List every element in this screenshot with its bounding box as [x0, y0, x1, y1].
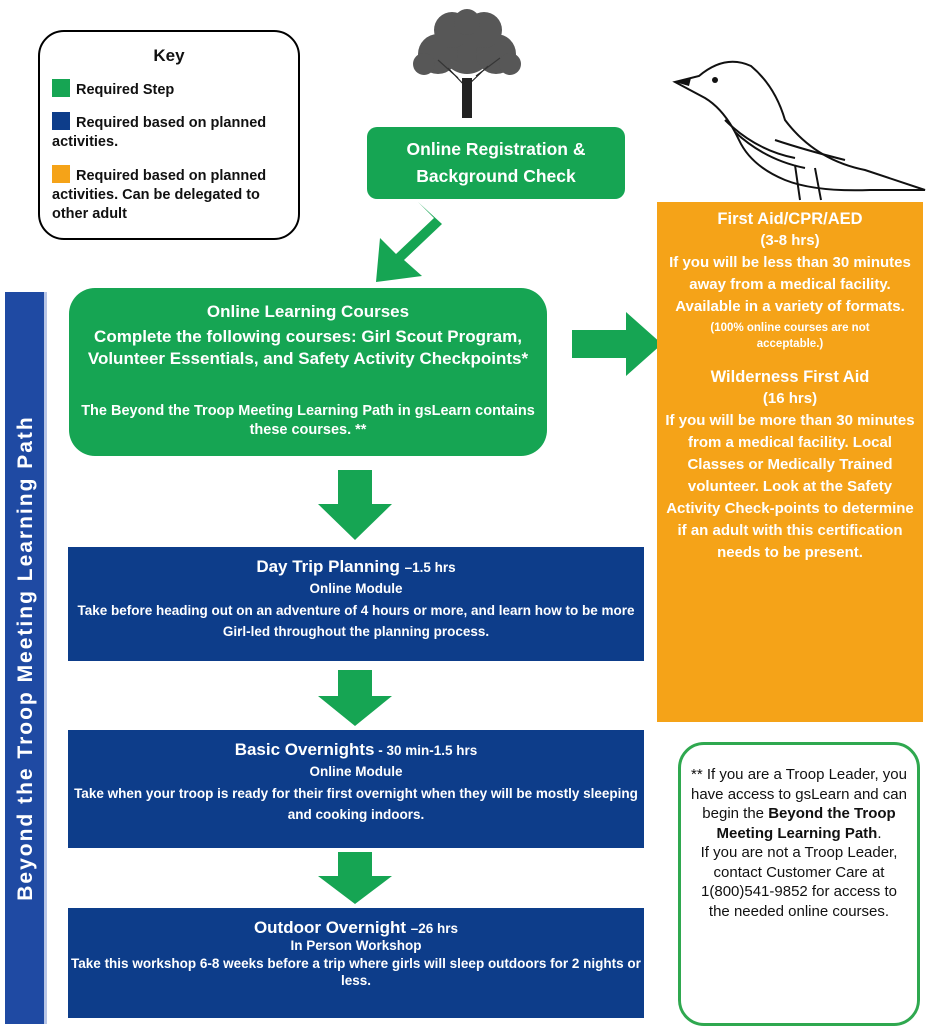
wilderness-hours: (16 hrs) — [762, 390, 818, 407]
key-title: Key — [153, 46, 185, 65]
outdoor-overnight-box: Outdoor Overnight –26 hrs In Person Work… — [68, 908, 644, 1018]
outdoor-overnight-duration: –26 hrs — [410, 921, 459, 936]
basic-overnights-type: Online Module — [309, 764, 403, 779]
registration-box: Online Registration & Background Check — [367, 127, 625, 199]
wilderness-desc: If you will be more than 30 minutes from… — [665, 412, 915, 561]
right-arrow — [572, 312, 662, 376]
first-aid-desc: If you will be less than 30 minutes away… — [669, 254, 911, 315]
day-trip-box: Day Trip Planning –1.5 hrs Online Module… — [68, 547, 644, 661]
note-rest: If you are not a Troop Leader, contact C… — [700, 844, 898, 920]
down-arrow-3 — [318, 852, 392, 904]
key-box: Key Required Step Required based on plan… — [38, 30, 300, 240]
registration-line-1: Online Registration & — [406, 139, 586, 159]
day-trip-type: Online Module — [309, 581, 403, 596]
down-arrow-2 — [318, 670, 392, 726]
bird-illustration — [672, 60, 926, 201]
note-intro: ** If you are a Troop Leader, you have a… — [691, 766, 907, 822]
online-courses-title: Online Learning Courses — [206, 302, 410, 321]
outdoor-overnight-title: Outdoor Overnight — [253, 918, 406, 937]
day-trip-duration: –1.5 hrs — [404, 560, 456, 575]
key-item-delegated: Required based on planned activities. Ca… — [52, 165, 288, 224]
down-left-arrow — [376, 202, 442, 282]
registration-line-2: Background Check — [416, 166, 576, 186]
online-courses-note: The Beyond the Troop Meeting Learning Pa… — [81, 403, 535, 438]
key-item-required: Required Step — [52, 79, 288, 100]
key-item-planned: Required based on planned activities. — [52, 112, 288, 152]
green-swatch — [52, 79, 70, 97]
outdoor-overnight-type: In Person Workshop — [290, 938, 422, 953]
blue-swatch — [52, 112, 70, 130]
key-item-label: Required Step — [76, 82, 175, 98]
note-path-name: Beyond the Troop Meeting Learning Path — [716, 805, 896, 842]
online-courses-box: Online Learning Courses Complete the fol… — [69, 288, 547, 456]
basic-overnights-title: Basic Overnights — [234, 740, 375, 759]
tree-illustration — [413, 9, 521, 118]
day-trip-title: Day Trip Planning — [256, 557, 400, 576]
basic-overnights-desc: Take when your troop is ready for their … — [74, 786, 638, 822]
first-aid-note: (100% online courses are not acceptable.… — [710, 322, 870, 350]
key-item-label: Required based on planned activities. Ca… — [52, 168, 267, 222]
side-banner: Beyond the Troop Meeting Learning Path — [5, 292, 47, 1024]
down-arrow-1 — [318, 470, 392, 540]
online-courses-body: Complete the following courses: Girl Sco… — [87, 327, 529, 368]
note-period: . — [877, 824, 882, 842]
orange-swatch — [52, 165, 70, 183]
troop-leader-note: ** If you are a Troop Leader, you have a… — [678, 742, 920, 1026]
first-aid-box: First Aid/CPR/AED (3-8 hrs) If you will … — [657, 202, 923, 722]
day-trip-desc: Take before heading out on an adventure … — [77, 603, 635, 639]
key-item-label: Required based on planned activities. — [52, 115, 267, 150]
wilderness-title: Wilderness First Aid — [710, 368, 870, 386]
basic-overnights-box: Basic Overnights - 30 min-1.5 hrs Online… — [68, 730, 644, 848]
side-banner-text: Beyond the Troop Meeting Learning Path — [14, 415, 37, 901]
basic-overnights-duration: - 30 min-1.5 hrs — [374, 743, 478, 758]
first-aid-hours: (3-8 hrs) — [760, 232, 820, 249]
first-aid-title: First Aid/CPR/AED — [717, 210, 863, 228]
outdoor-overnight-desc: Take this workshop 6-8 weeks before a tr… — [71, 956, 641, 988]
